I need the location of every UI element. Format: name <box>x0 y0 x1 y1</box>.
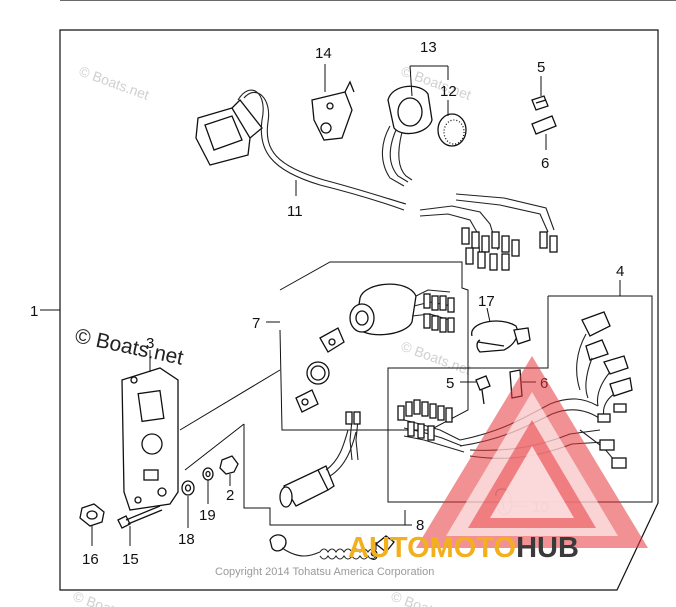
callout-18: 18 <box>178 531 195 548</box>
callout-19: 19 <box>199 507 216 524</box>
callout-15: 15 <box>122 551 139 568</box>
part-11-switch-cable <box>195 89 558 271</box>
part-5-screw-top <box>531 95 549 111</box>
part-16-nut <box>79 503 105 527</box>
part-7-ignition-switch <box>295 283 455 413</box>
watermark-boats-3: © Boats.net <box>399 338 474 378</box>
leader-3-to-7 <box>179 369 281 431</box>
watermark-boats-5: © Boats.net <box>389 588 464 607</box>
part-15-screw <box>117 505 163 529</box>
part-3-panel-plate <box>121 367 179 511</box>
part-2-nut <box>219 455 239 475</box>
brand-part-moto: MOTO <box>430 532 516 564</box>
part-17-clamp <box>471 320 531 353</box>
callout-5-top: 5 <box>537 59 545 76</box>
leader-17 <box>486 307 491 323</box>
callout-7: 7 <box>252 315 260 332</box>
brand-part-auto: AUTO <box>348 532 430 564</box>
callout-9: 9 <box>370 547 378 564</box>
leader-3-to-8 <box>184 423 245 471</box>
callout-11: 11 <box>287 203 303 220</box>
subassembly-box-4 <box>387 295 653 503</box>
part-11-switch-body <box>195 107 251 166</box>
watermark-boats-large: © Boats.net <box>73 324 186 369</box>
copyright-text: Copyright 2014 Tohatsu America Corporati… <box>215 566 434 578</box>
part-19-washer <box>202 467 214 481</box>
part-5-screw-box <box>475 375 491 405</box>
part-9-lanyard <box>269 534 395 560</box>
automotohub-logo-mark <box>416 356 648 548</box>
part-18-washer <box>181 480 195 496</box>
assembly-frame <box>59 29 659 591</box>
callout-2: 2 <box>226 487 234 504</box>
callout-13: 13 <box>420 39 437 56</box>
part-8-starter <box>279 429 357 508</box>
part-14-bracket <box>311 80 355 141</box>
callout-16: 16 <box>82 551 99 568</box>
part-12-cap <box>437 113 467 147</box>
subassembly-box-7 <box>279 261 469 431</box>
callout-3: 3 <box>146 335 154 352</box>
callout-5-box: 5 <box>446 375 454 392</box>
callout-17: 17 <box>478 293 495 310</box>
callout-4: 4 <box>616 263 624 280</box>
callout-14: 14 <box>315 45 332 62</box>
callout-1: 1 <box>30 303 38 320</box>
part-13-buzzer <box>381 85 433 187</box>
subassembly-box-8 <box>243 424 406 526</box>
part-7-connectors <box>345 411 361 461</box>
part-6-sleeve-top <box>531 115 557 135</box>
brand-part-hub: HUB <box>516 532 579 564</box>
callout-12: 12 <box>440 83 457 100</box>
automotohub-wordmark: AUTOMOTOHUB <box>348 532 579 564</box>
watermark-boats-1: © Boats.net <box>77 63 152 103</box>
callout-8: 8 <box>416 517 424 534</box>
leader-13 <box>409 65 413 97</box>
callout-6-top: 6 <box>541 155 549 172</box>
watermark-boats-4: © Boats.net <box>71 588 146 607</box>
